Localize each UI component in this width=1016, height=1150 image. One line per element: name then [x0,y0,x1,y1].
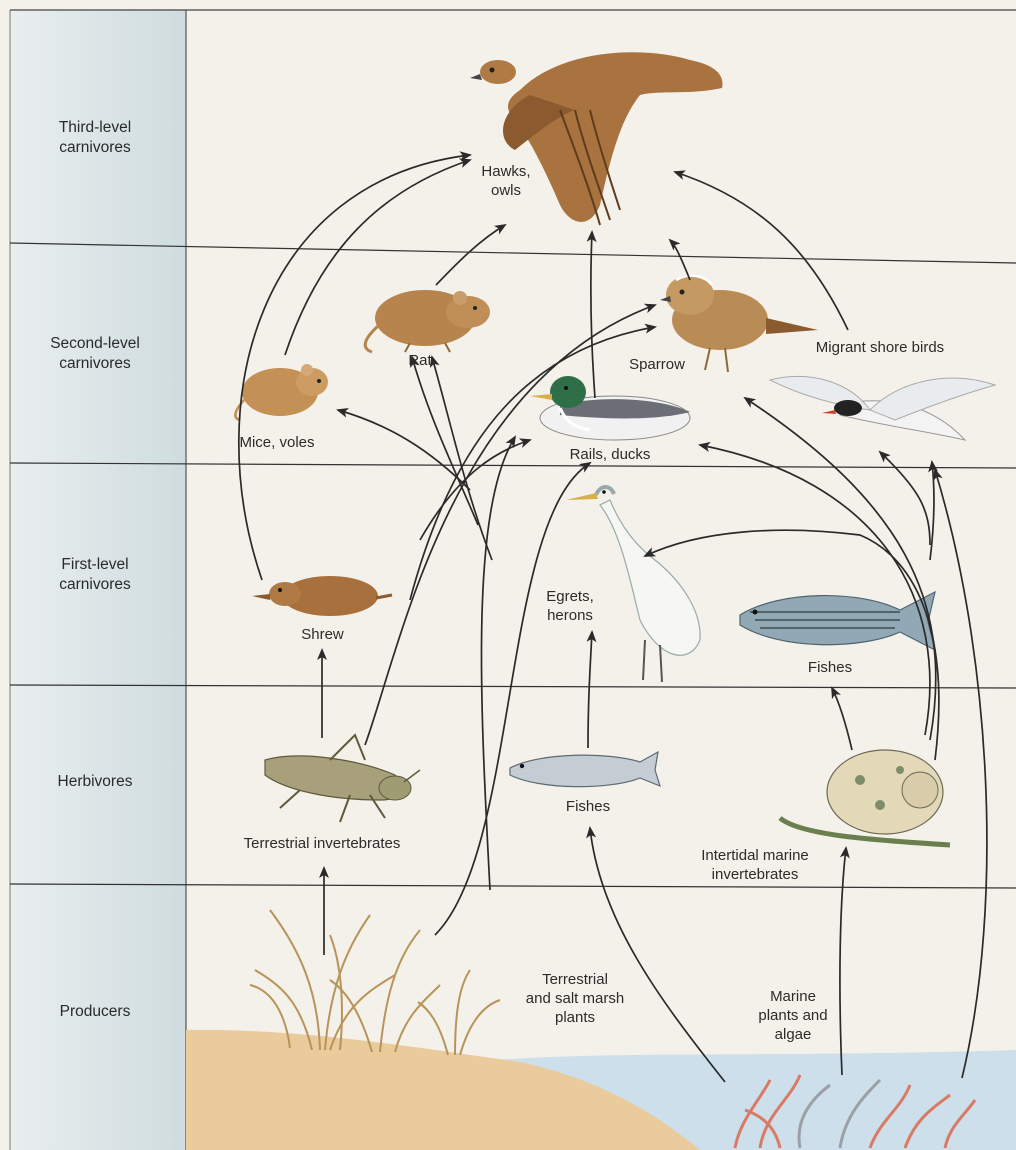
level-label-line: Herbivores [14,772,176,792]
snail-illustration [780,750,950,845]
label-line: Egrets, [530,587,610,606]
level-third-carnivores: Third-level carnivores [14,118,176,158]
level-label-line: Second-level [14,334,176,354]
level-label-line: carnivores [14,354,176,374]
label-line: Terrestrial [510,970,640,989]
label-mice-voles: Mice, voles [222,433,332,452]
shrew-illustration [252,576,392,616]
grasshopper-illustration [265,735,420,822]
level-label-line: carnivores [14,575,176,595]
label-line: owls [466,181,546,200]
egret-illustration [566,487,700,682]
label-rat: Rat [395,351,445,370]
label-marine-plants-algae: Marine plants and algae [748,987,838,1044]
duck-illustration [530,376,690,440]
label-rails-ducks: Rails, ducks [555,445,665,464]
level-second-carnivores: Second-level carnivores [14,334,176,374]
fish-illustration [740,592,935,650]
level-label-line: Producers [14,1002,176,1022]
shorebird-illustration [770,377,995,440]
level-first-carnivores: First-level carnivores [14,555,176,595]
label-fishes-first-level: Fishes [800,658,860,677]
level-herbivores: Herbivores [14,772,176,792]
label-egrets-herons: Egrets, herons [530,587,610,625]
label-terrestrial-salt-marsh-plants: Terrestrial and salt marsh plants [510,970,640,1027]
level-producers: Producers [14,1002,176,1022]
mouse-illustration [235,364,328,420]
label-line: Hawks, [466,162,546,181]
label-line: and salt marsh [510,989,640,1008]
label-hawks-owls: Hawks, owls [466,162,546,200]
rat-illustration [365,290,490,352]
label-line: algae [748,1025,838,1044]
label-line: plants [510,1008,640,1027]
label-line: Intertidal marine [680,846,830,865]
label-line: herons [530,606,610,625]
label-sparrow: Sparrow [612,355,702,374]
label-terrestrial-invertebrates: Terrestrial invertebrates [212,834,432,853]
label-fishes-herbivores: Fishes [558,797,618,816]
label-shrew: Shrew [290,625,355,644]
marsh-grass [250,910,500,1055]
level-label-line: Third-level [14,118,176,138]
label-intertidal-marine-invertebrates: Intertidal marine invertebrates [680,846,830,884]
label-line: Marine [748,987,838,1006]
label-line: invertebrates [680,865,830,884]
level-label-line: First-level [14,555,176,575]
label-migrant-shore-birds: Migrant shore birds [790,338,970,357]
small-fish-illustration [510,752,660,787]
level-label-line: carnivores [14,138,176,158]
label-line: plants and [748,1006,838,1025]
